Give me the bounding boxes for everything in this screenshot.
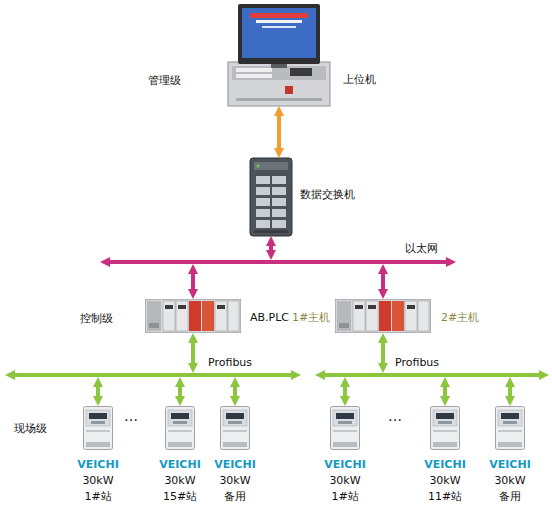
profibus-bus: Profibus — [5, 373, 301, 377]
connector-layer — [98, 112, 510, 400]
drive-unit — [166, 407, 195, 450]
station-number: 11#站 — [428, 490, 462, 503]
connector-arrow — [381, 270, 385, 293]
network-switch: 数据交换机 — [250, 158, 292, 236]
pc-vent — [236, 98, 322, 101]
drive-unit — [496, 407, 525, 450]
connector-arrow — [269, 242, 273, 254]
screen-line — [262, 26, 296, 28]
switch-port — [272, 187, 286, 195]
device-label: 2#主机 — [441, 311, 479, 324]
switch-port — [256, 187, 270, 195]
inverter-drive: VEICHI30kW备用 — [495, 406, 525, 450]
level-label: 管理级 — [148, 74, 181, 87]
ethernet-line — [106, 260, 450, 264]
brand-name: VEICHI — [489, 458, 531, 471]
brand-name: VEICHI — [159, 458, 201, 471]
switch-base — [254, 230, 288, 233]
monitor-screen — [242, 8, 316, 58]
plc-controller: AB.PLC1#主机 — [145, 299, 241, 333]
inverter-drive: VEICHI30kW备用 — [220, 406, 250, 450]
bus-label: 以太网 — [405, 242, 438, 255]
plc-controller: 2#主机 — [335, 299, 431, 333]
station-number: 1#站 — [331, 490, 358, 503]
drive-unit — [84, 407, 113, 450]
station-number: 15#站 — [163, 490, 197, 503]
station-number: 备用 — [499, 490, 521, 503]
plc-unit — [145, 299, 241, 333]
connector-arrow — [381, 339, 385, 367]
inverter-drive: VEICHI30kW11#站 — [430, 406, 460, 450]
connector-arrow — [191, 339, 195, 367]
switch-port — [272, 198, 286, 206]
brand-name: VEICHI — [424, 458, 466, 471]
device-label: 数据交换机 — [300, 188, 355, 201]
pc-drive-slot — [236, 74, 272, 78]
brand-name: VEICHI — [214, 458, 256, 471]
device-label: AB.PLC — [250, 311, 289, 324]
inverter-drive: VEICHI30kW1#站 — [83, 406, 113, 450]
drive-unit — [331, 407, 360, 450]
switch-port — [256, 209, 270, 217]
power-rating: 30kW — [164, 474, 195, 487]
pc-drive-slot — [236, 68, 272, 72]
profibus-line — [321, 373, 543, 377]
brand-name: VEICHI — [324, 458, 366, 471]
device-label: 上位机 — [343, 73, 376, 86]
drive-unit — [431, 407, 460, 450]
inverter-drive: VEICHI30kW15#站 — [165, 406, 195, 450]
power-rating: 30kW — [429, 474, 460, 487]
pc-case — [228, 62, 330, 106]
switch-port — [256, 220, 270, 228]
ellipsis-mark: … — [124, 410, 138, 423]
brand-name: VEICHI — [77, 458, 119, 471]
switch-top — [254, 162, 288, 170]
ethernet-bus: 以太网 — [100, 260, 456, 264]
connector-arrow — [343, 383, 347, 400]
station-number: 备用 — [224, 490, 246, 503]
screen-line — [256, 20, 302, 23]
station-number: 1#站 — [84, 490, 111, 503]
bus-label: Profibus — [395, 356, 439, 369]
connector-arrow — [508, 383, 512, 400]
pc-bay — [232, 66, 326, 80]
switch-port — [272, 220, 286, 228]
switch-body — [250, 158, 292, 236]
host-computer: 上位机 — [228, 4, 330, 106]
switch-port — [256, 176, 270, 184]
device-label: 1#主机 — [292, 311, 330, 324]
switch-port — [256, 198, 270, 206]
connector-arrow — [277, 112, 281, 152]
connector-arrow — [96, 383, 100, 400]
monitor-frame — [238, 4, 320, 64]
inverter-drive: VEICHI30kW1#站 — [330, 406, 360, 450]
profibus-line — [11, 373, 295, 377]
connector-arrow — [178, 383, 182, 400]
plc-unit — [335, 299, 431, 333]
pc-display — [290, 68, 312, 76]
power-rating: 30kW — [219, 474, 250, 487]
power-rating: 30kW — [329, 474, 360, 487]
switch-port — [272, 176, 286, 184]
level-label: 现场级 — [14, 422, 47, 435]
ellipsis-mark: … — [388, 410, 402, 423]
power-rating: 30kW — [82, 474, 113, 487]
bus-label: Profibus — [208, 356, 252, 369]
drive-unit — [221, 407, 250, 450]
connector-arrow — [233, 383, 237, 400]
switch-led — [257, 165, 260, 168]
screen-banner — [250, 13, 308, 18]
connector-arrow — [443, 383, 447, 400]
level-label: 控制级 — [80, 312, 113, 325]
profibus-bus: Profibus — [315, 373, 549, 377]
power-rating: 30kW — [494, 474, 525, 487]
switch-port — [272, 209, 286, 217]
connector-arrow — [191, 270, 195, 293]
pc-button — [285, 86, 293, 94]
